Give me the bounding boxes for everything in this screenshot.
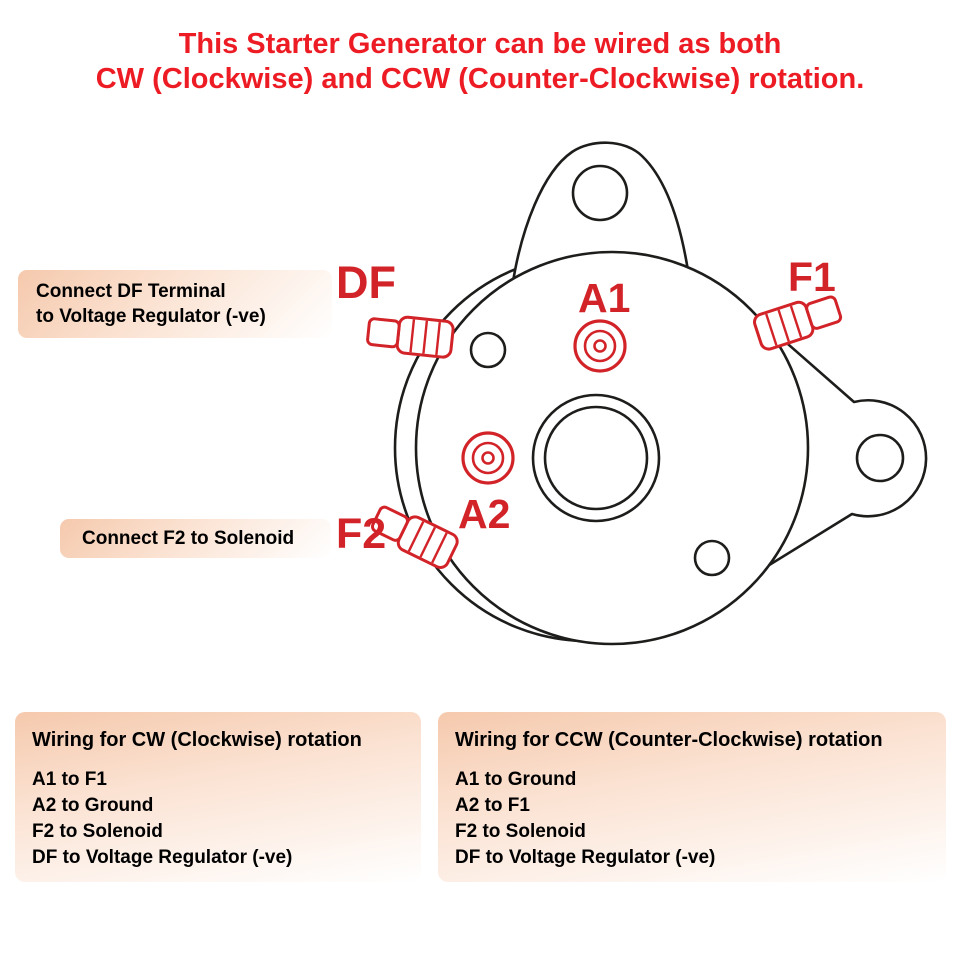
df-terminal-stud	[366, 315, 455, 359]
callout-f2-text: Connect F2 to Solenoid	[82, 527, 295, 549]
mounting-tab-hole	[571, 164, 629, 222]
page-title: This Starter Generator can be wired as b…	[0, 27, 960, 97]
panel-ccw-wiring: Wiring for CCW (Counter-Clockwise) rotat…	[438, 712, 946, 882]
a1-terminal-rings	[573, 319, 627, 373]
panel-cw-list: A1 to F1 A2 to Ground F2 to Solenoid DF …	[32, 767, 421, 871]
f1-terminal-stud	[753, 295, 843, 351]
callout-df-line-1: Connect DF Terminal	[36, 281, 226, 302]
a2-terminal-rings	[461, 431, 515, 485]
terminal-label-f2: F2	[336, 510, 387, 558]
shaft-bore-inner	[543, 405, 649, 511]
f2-terminal-stud	[370, 505, 459, 569]
terminal-label-a1: A1	[578, 275, 631, 321]
panel-cw-wiring: Wiring for CW (Clockwise) rotation A1 to…	[15, 712, 421, 882]
panel-ccw-title: Wiring for CCW (Counter-Clockwise) rotat…	[455, 729, 883, 751]
flange-hole	[855, 433, 905, 483]
housing-hole-upper	[469, 331, 507, 369]
cw-wiring-item: A2 to Ground	[32, 795, 154, 816]
panel-ccw-list: A1 to Ground A2 to F1 F2 to Solenoid DF …	[455, 767, 946, 871]
cw-wiring-item: F2 to Solenoid	[32, 821, 163, 842]
ccw-wiring-item: DF to Voltage Regulator (-ve)	[455, 847, 716, 868]
cw-wiring-item: DF to Voltage Regulator (-ve)	[32, 847, 293, 868]
title-line-1: This Starter Generator can be wired as b…	[178, 28, 782, 60]
ccw-wiring-item: F2 to Solenoid	[455, 821, 586, 842]
cw-wiring-item: A1 to F1	[32, 769, 107, 790]
terminal-label-a2: A2	[458, 491, 511, 537]
callout-f2-solenoid: Connect F2 to Solenoid	[60, 519, 331, 558]
ccw-wiring-item: A1 to Ground	[455, 769, 577, 790]
panel-cw-title: Wiring for CW (Clockwise) rotation	[32, 729, 362, 751]
terminal-label-f1: F1	[788, 254, 836, 300]
ccw-wiring-item: A2 to F1	[455, 795, 530, 816]
callout-df-line-2: to Voltage Regulator (-ve)	[36, 306, 266, 327]
title-line-2: CW (Clockwise) and CCW (Counter-Clockwis…	[95, 63, 865, 95]
housing-hole-lower	[693, 539, 731, 577]
callout-df-terminal: Connect DF Terminal to Voltage Regulator…	[18, 270, 332, 338]
terminal-label-df: DF	[336, 257, 396, 308]
